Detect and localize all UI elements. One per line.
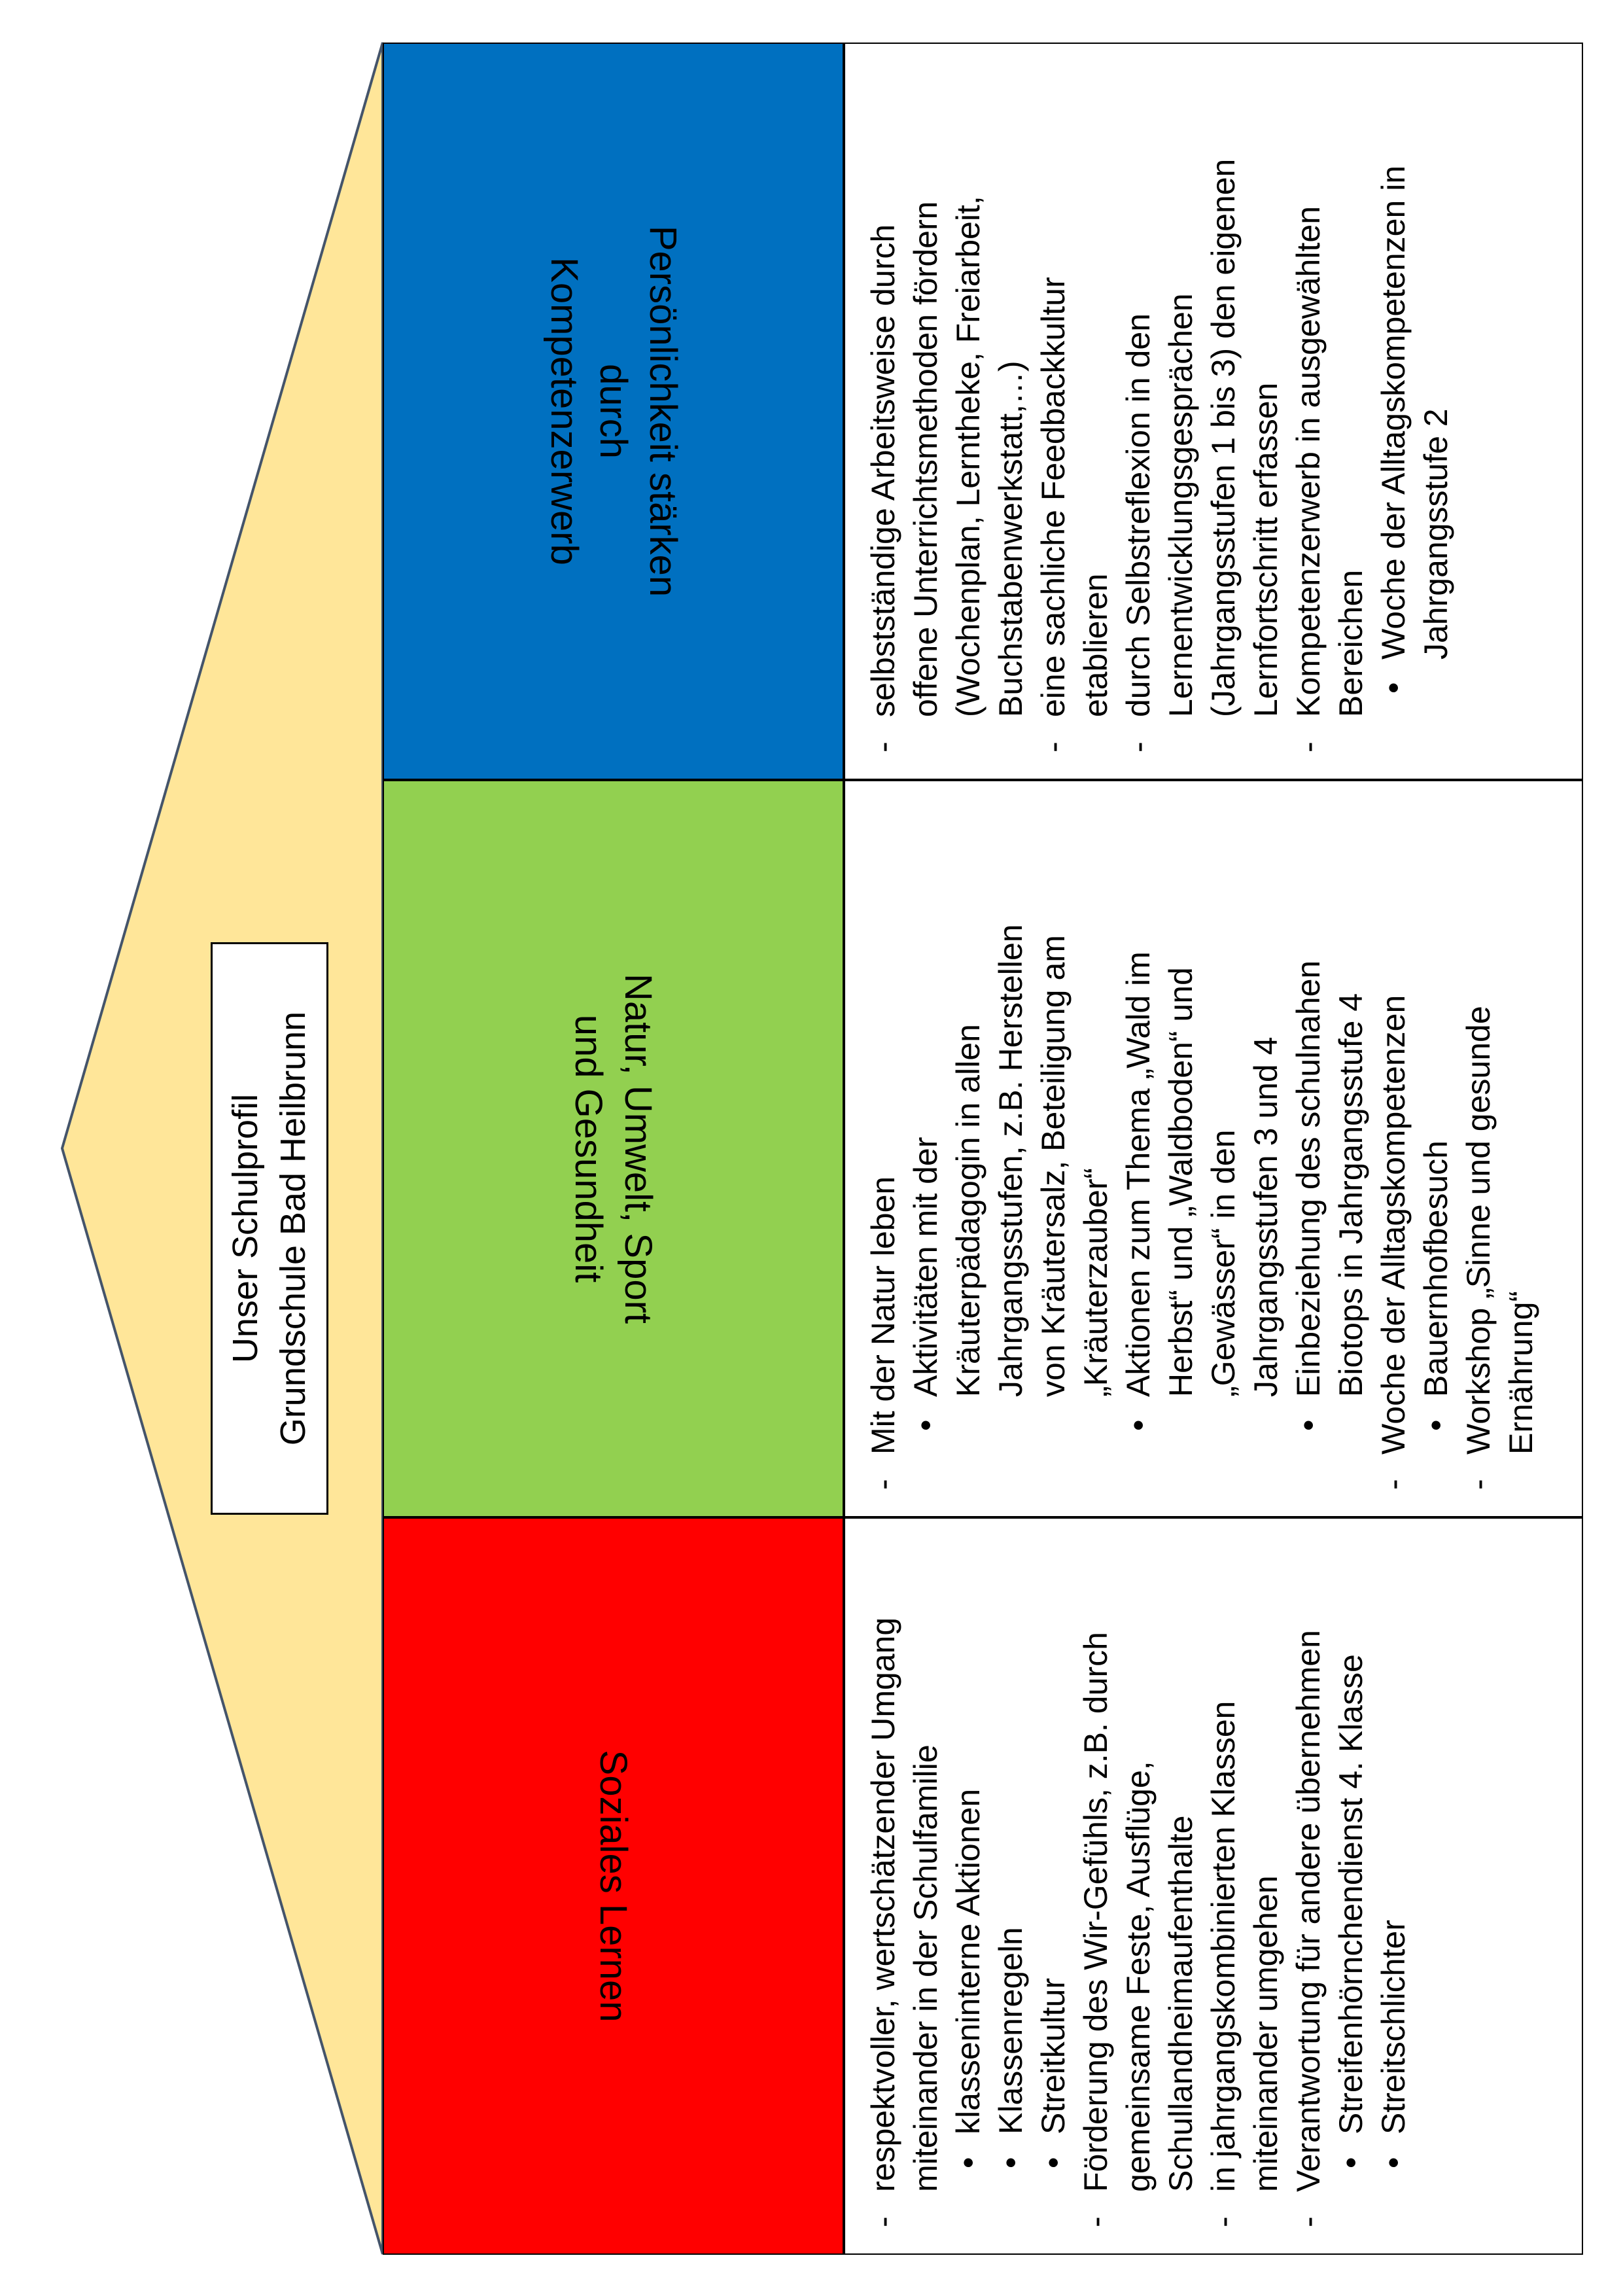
dash-marker: -: [1460, 1479, 1497, 1490]
list-item-text: Kompetenzerwerb in ausgewählten Bereiche…: [1290, 205, 1369, 717]
list-item-text: Aktivitäten mit der Kräuterpädagogin in …: [907, 924, 1114, 1397]
list-item: • Aktivitäten mit der Kräuterpädagogin in…: [905, 879, 1117, 1496]
list-item: - Förderung des Wir-Gefühls, z.B. durch g…: [1075, 1617, 1202, 2234]
list-item: - selbstständige Arbeitsweise durch offen…: [862, 142, 1032, 759]
bullet-marker: •: [1035, 2157, 1072, 2168]
list-item: - eine sachliche Feedbackkultur etabliere…: [1032, 142, 1117, 759]
list-item-text: Streifenhörnchendienst 4. Klasse: [1333, 1654, 1369, 2134]
list-item: - Mit der Natur leben: [862, 879, 905, 1496]
list-item: • Woche der Alltagskompetenzen in Jahrgan…: [1372, 142, 1457, 759]
bullet-marker: •: [1120, 1419, 1157, 1431]
section-content-list: - selbstständige Arbeitsweise durch offen…: [845, 44, 1582, 779]
list-item: - respektvoller, wertschätzender Umgang m…: [862, 1617, 947, 2234]
list-item-text: selbstständige Arbeitsweise durch offene…: [865, 196, 1029, 717]
section-content-list: - Mit der Natur leben • Aktivitäten mit der…: [845, 781, 1582, 1516]
list-item-text: Woche der Alltagskompetenzen in Jahrgang…: [1375, 165, 1454, 660]
bullet-marker: •: [950, 2157, 986, 2168]
list-item-text: respektvoller, wertschätzender Umgang mi…: [865, 1617, 944, 2192]
list-item: • Streitschlichter: [1372, 1617, 1415, 2234]
list-item-text: Streitkultur: [1035, 1978, 1072, 2134]
list-item-text: Klassenregeln: [992, 1927, 1029, 2134]
dash-marker: -: [865, 2216, 901, 2227]
list-item-text: Workshop „Sinne und gesunde Ernährung“: [1460, 1006, 1539, 1455]
dash-marker: -: [1375, 1479, 1412, 1490]
list-item-text: Aktionen zum Thema „Wald im Herbst“ und …: [1120, 951, 1284, 1397]
school-title-text: Unser Schulprofil Grundschule Bad Heilbr…: [213, 944, 326, 1513]
section-content-persoenlichkeit-staerken: - selbstständige Arbeitsweise durch offen…: [844, 43, 1583, 780]
list-item: • Bauernhofbesuch: [1415, 879, 1457, 1496]
dash-marker: -: [1290, 2216, 1327, 2227]
school-title-box: Unser Schulprofil Grundschule Bad Heilbr…: [211, 942, 328, 1515]
section-content-natur-umwelt-sport: - Mit der Natur leben • Aktivitäten mit der…: [844, 780, 1583, 1517]
bullet-marker: •: [992, 2157, 1029, 2168]
dash-marker: -: [1035, 741, 1072, 752]
dash-marker: -: [1077, 2216, 1114, 2227]
dash-marker: -: [1290, 741, 1327, 752]
list-item: - Kompetenzerwerb in ausgewählten Bereich…: [1287, 142, 1372, 759]
dash-marker: -: [865, 741, 901, 752]
list-item-text: Mit der Natur leben: [865, 1176, 901, 1455]
list-item-text: in jahrgangskombinierten Klassen miteina…: [1205, 1701, 1284, 2192]
section-header-line: Kompetenzerwerb: [542, 257, 585, 565]
section-header-soziales-lernen: Soziales Lernen: [383, 1517, 844, 2255]
list-item: - in jahrgangskombinierten Klassen mitein…: [1202, 1617, 1287, 2234]
section-header-line: und Gesundheit: [567, 1014, 610, 1283]
list-item: • klasseninterne Aktionen: [947, 1617, 990, 2234]
list-item-text: klasseninterne Aktionen: [950, 1788, 986, 2134]
dash-marker: -: [1205, 2216, 1242, 2227]
list-item-text: Bauernhofbesuch: [1418, 1140, 1454, 1397]
list-item-text: Woche der Alltagskompetenzen: [1375, 995, 1412, 1455]
list-item-text: eine sachliche Feedbackkultur etablieren: [1035, 277, 1114, 717]
list-item-text: Einbeziehung des schulnahen Biotops in J…: [1290, 960, 1369, 1397]
list-item: - Verantwortung für andere übernehmen: [1287, 1617, 1330, 2234]
dash-marker: -: [865, 1479, 901, 1490]
list-item: • Streitkultur: [1032, 1617, 1075, 2234]
section-header-line: Persönlichkeit stärken: [641, 225, 684, 597]
bullet-marker: •: [1375, 682, 1412, 694]
bullet-marker: •: [1290, 1419, 1327, 1431]
title-line-1: Unser Schulprofil: [226, 1093, 266, 1364]
list-item-text: durch Selbstreflexion in den Lernentwick…: [1120, 158, 1284, 717]
list-item: • Streifenhörnchendienst 4. Klasse: [1330, 1617, 1372, 2234]
bullet-marker: •: [907, 1419, 944, 1431]
list-item: • Einbeziehung des schulnahen Biotops in …: [1287, 879, 1372, 1496]
list-item: - Woche der Alltagskompetenzen: [1372, 879, 1415, 1496]
bullet-marker: •: [1418, 1419, 1454, 1431]
section-content-soziales-lernen: - respektvoller, wertschätzender Umgang m…: [844, 1517, 1583, 2255]
list-item-text: Verantwortung für andere übernehmen: [1290, 1630, 1327, 2192]
section-content-list: - respektvoller, wertschätzender Umgang m…: [845, 1519, 1582, 2253]
bullet-marker: •: [1375, 2157, 1412, 2168]
list-item-text: Förderung des Wir-Gefühls, z.B. durch ge…: [1077, 1632, 1199, 2192]
bullet-marker: •: [1333, 2157, 1369, 2168]
list-item: • Klassenregeln: [990, 1617, 1032, 2234]
dash-marker: -: [1120, 741, 1157, 752]
list-item: • Aktionen zum Thema „Wald im Herbst“ und…: [1117, 879, 1287, 1496]
list-item: - durch Selbstreflexion in den Lernentwic…: [1117, 142, 1287, 759]
title-line-2: Grundschule Bad Heilbrunn: [273, 1011, 313, 1446]
section-header-text: Soziales Lernen: [384, 1519, 843, 2253]
list-item-text: Streitschlichter: [1375, 1920, 1412, 2134]
list-item: - Workshop „Sinne und gesunde Ernährung“: [1457, 879, 1543, 1496]
section-header-line: Natur, Umwelt, Sport: [616, 973, 659, 1324]
section-header-line: Soziales Lernen: [592, 1750, 635, 2022]
section-header-line: durch: [592, 363, 635, 459]
